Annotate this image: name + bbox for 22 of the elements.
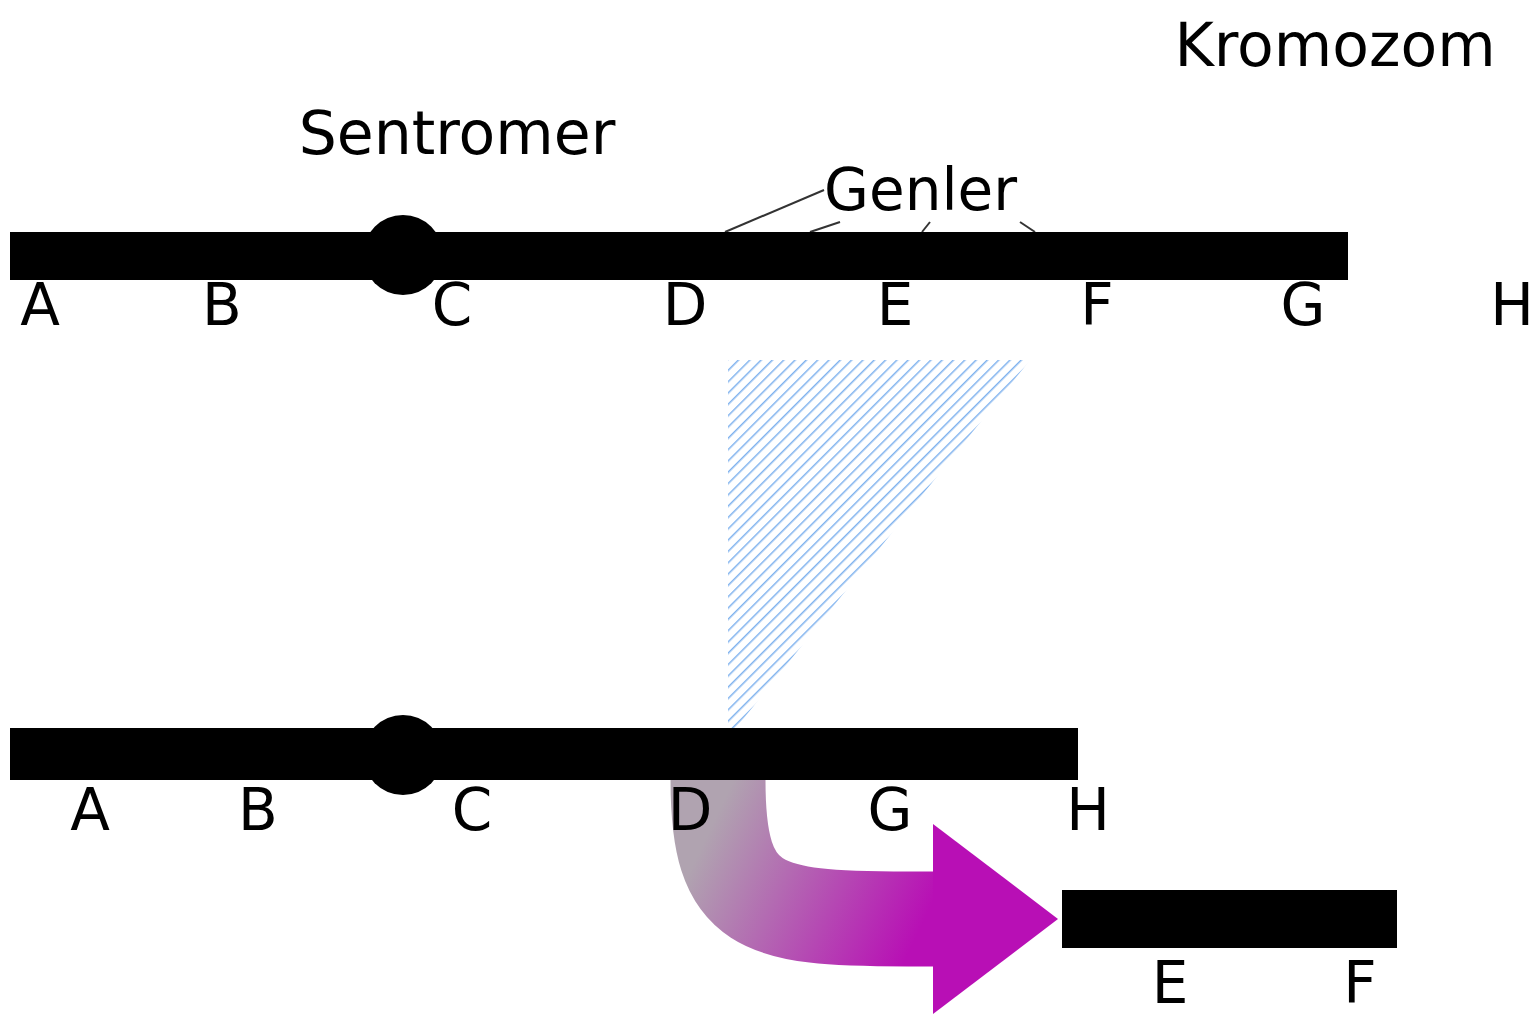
- gene-letter: B: [238, 781, 278, 839]
- gene-letter: D: [667, 781, 713, 839]
- chromosome-bar: [10, 232, 1348, 280]
- structure-label: Sentromer: [298, 103, 616, 163]
- gene-letter: H: [1066, 781, 1110, 839]
- gene-letter: A: [70, 781, 110, 839]
- gene-letter: D: [662, 276, 708, 334]
- structure-label: Kromozom: [1174, 15, 1496, 75]
- gene-letter: C: [431, 276, 473, 334]
- gene-letter: C: [451, 781, 493, 839]
- chromosome-bar: [1062, 890, 1397, 948]
- chromosome-bar: [10, 728, 1078, 780]
- gene-letter: H: [1490, 276, 1534, 334]
- gene-letter: B: [202, 276, 242, 334]
- gene-letter: F: [1080, 276, 1114, 334]
- gene-letter: G: [867, 781, 913, 839]
- gene-letter: A: [20, 276, 60, 334]
- gene-letter: F: [1343, 954, 1377, 1012]
- gene-letter: G: [1280, 276, 1326, 334]
- gene-letter: E: [1151, 954, 1189, 1012]
- gene-letter: E: [876, 276, 914, 334]
- gene-label: Genler: [824, 156, 1018, 224]
